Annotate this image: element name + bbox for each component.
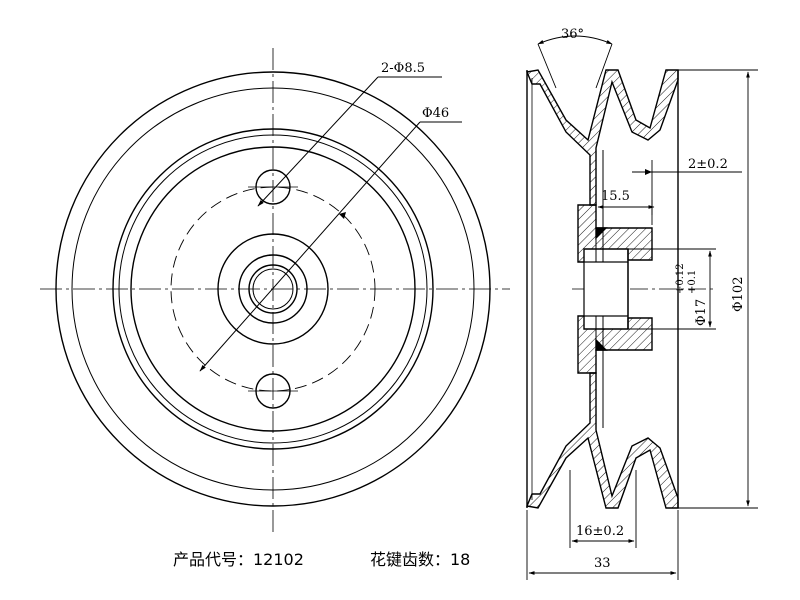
web-outer-circle xyxy=(118,134,428,444)
front-view xyxy=(40,48,510,535)
hub-outer-circle xyxy=(217,233,329,345)
groove-pitch-text: 16±0.2 xyxy=(576,524,624,539)
upper-groove-profile xyxy=(526,69,679,206)
groove-angle-text: 36° xyxy=(561,27,584,42)
bore-outer-circle xyxy=(248,264,298,314)
web-inner-circle xyxy=(130,146,416,432)
outer-rim-circle xyxy=(55,71,491,507)
lower-groove-profile xyxy=(526,372,679,509)
hub-section-lower xyxy=(577,315,653,374)
groove-circle xyxy=(71,87,475,491)
pcd-callout-leader xyxy=(199,121,421,372)
overall-width-text: 33 xyxy=(594,556,611,571)
hub-offset-text: 15.5 xyxy=(601,189,630,204)
hole-callout-text: 2-Φ8.5 xyxy=(381,61,425,76)
section-dimensions xyxy=(526,35,758,580)
outer-dia-text: Φ102 xyxy=(731,277,746,312)
bore-tol-lower-text: +0.1 xyxy=(687,270,698,294)
bore-tol-upper-text: +0.12 xyxy=(675,263,686,294)
groove-angle-arc xyxy=(537,35,613,45)
pcd-callout-text: Φ46 xyxy=(422,106,449,121)
hub-shoulder-circle xyxy=(238,254,308,324)
product-code-caption: 产品代号：12102 xyxy=(173,550,304,569)
hole-callout-leader xyxy=(257,76,379,207)
hub-section-upper xyxy=(577,204,653,263)
section-view xyxy=(526,69,715,509)
bore-dia-text: Φ17 xyxy=(694,299,709,326)
bore-inner-circle xyxy=(252,268,294,310)
bore-section xyxy=(583,261,629,317)
web-thickness-text: 2±0.2 xyxy=(688,157,728,172)
groove-bottom-circle xyxy=(112,128,434,450)
spline-count-caption: 花键齿数：18 xyxy=(370,550,470,569)
